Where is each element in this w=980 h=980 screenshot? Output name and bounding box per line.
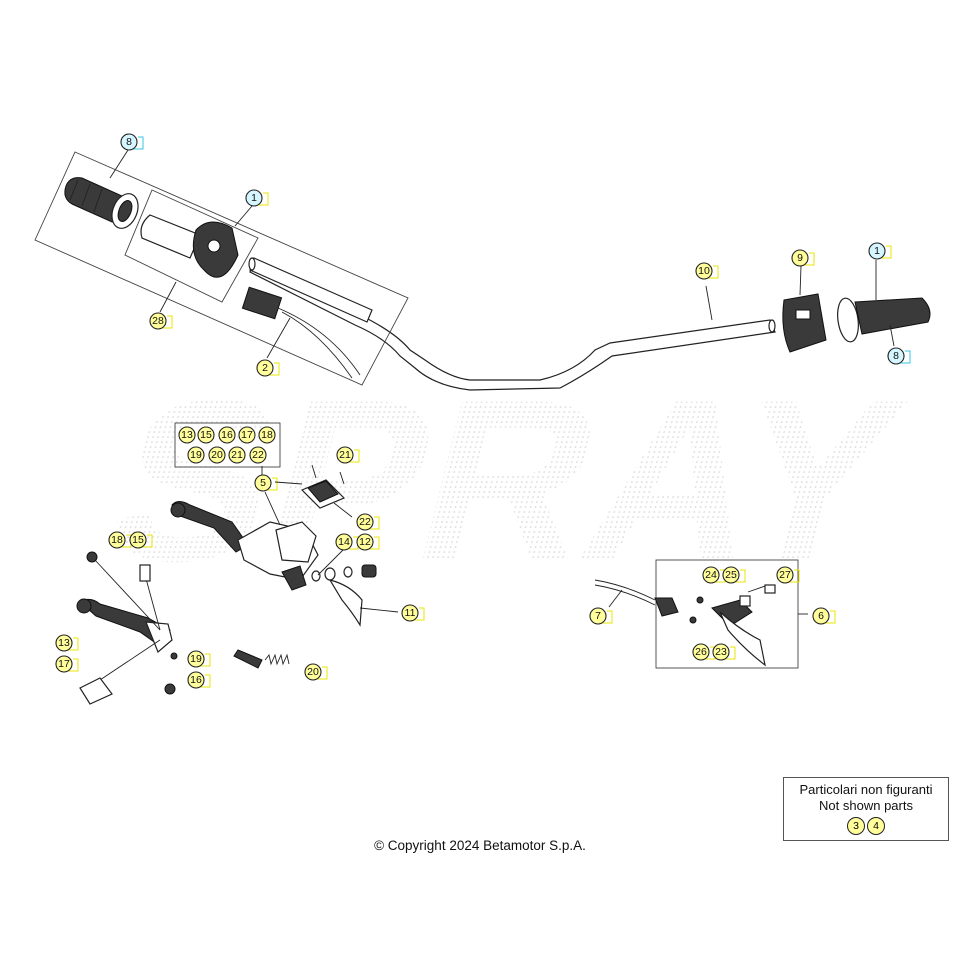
callout-7[interactable]: 7 (589, 607, 607, 625)
callout-16[interactable]: 16 (187, 671, 205, 689)
callout-15[interactable]: 15 (129, 531, 147, 549)
clutch-lever-left (76, 551, 178, 705)
svg-text:6: 6 (818, 610, 824, 622)
not-shown-part-4[interactable]: 4 (867, 817, 885, 835)
callout-17[interactable]: 17 (55, 655, 73, 673)
svg-text:23: 23 (715, 646, 727, 658)
reservoir-cap (300, 464, 346, 509)
front-brake-assembly (170, 501, 377, 627)
svg-text:28: 28 (152, 315, 164, 327)
svg-text:1: 1 (251, 192, 257, 204)
callout-8-left[interactable]: 8 (120, 133, 138, 151)
svg-text:9: 9 (797, 252, 803, 264)
callout-24[interactable]: 24 (702, 566, 720, 584)
spring-part (233, 649, 290, 669)
svg-text:22: 22 (359, 516, 371, 528)
svg-text:27: 27 (779, 569, 791, 581)
callout-1-left[interactable]: 1 (245, 189, 263, 207)
not-shown-title-en: Not shown parts (819, 798, 913, 813)
callout-6[interactable]: 6 (812, 607, 830, 625)
group-callout-13[interactable]: 13 (178, 426, 196, 444)
hot-start-cable (594, 579, 679, 617)
copyright-notice: © Copyright 2024 Betamotor S.p.A. (374, 838, 586, 853)
svg-text:26: 26 (695, 646, 707, 658)
svg-text:13: 13 (181, 429, 193, 441)
svg-text:22: 22 (252, 449, 264, 461)
not-shown-title-it: Particolari non figuranti (799, 782, 933, 797)
callout-25[interactable]: 25 (722, 566, 740, 584)
group-callout-22[interactable]: 22 (249, 446, 267, 464)
callout-18[interactable]: 18 (108, 531, 126, 549)
svg-text:16: 16 (221, 429, 233, 441)
svg-text:19: 19 (190, 449, 202, 461)
callout-22[interactable]: 22 (356, 513, 374, 531)
callout-26[interactable]: 26 (692, 643, 710, 661)
svg-text:15: 15 (200, 429, 212, 441)
svg-text:21: 21 (339, 449, 351, 461)
not-shown-parts-box: Particolari non figuranti Not shown part… (783, 777, 949, 841)
svg-text:2: 2 (262, 362, 268, 374)
callout-10[interactable]: 10 (695, 262, 713, 280)
svg-text:16: 16 (190, 674, 202, 686)
svg-text:20: 20 (211, 449, 223, 461)
callout-21[interactable]: 21 (336, 446, 354, 464)
svg-text:7: 7 (595, 610, 601, 622)
svg-text:11: 11 (405, 607, 416, 619)
callout-11[interactable]: 11 (401, 604, 419, 622)
not-shown-part-3[interactable]: 3 (847, 817, 865, 835)
callout-2[interactable]: 2 (256, 359, 274, 377)
svg-text:17: 17 (241, 429, 253, 441)
group-callout-18[interactable]: 18 (258, 426, 276, 444)
svg-text:1: 1 (874, 245, 880, 257)
callout-20[interactable]: 20 (304, 663, 322, 681)
svg-text:19: 19 (190, 653, 202, 665)
callout-14[interactable]: 14 (335, 533, 353, 551)
group-callout-19[interactable]: 19 (187, 446, 205, 464)
callout-9[interactable]: 9 (791, 249, 809, 267)
callout-13[interactable]: 13 (55, 634, 73, 652)
svg-text:20: 20 (307, 666, 319, 678)
group-box-13-22 (174, 422, 281, 468)
svg-text:10: 10 (698, 265, 710, 277)
right-switch (782, 293, 827, 353)
callout-27[interactable]: 27 (776, 566, 794, 584)
svg-text:8: 8 (893, 350, 899, 362)
left-group-frame (34, 151, 409, 386)
svg-text:5: 5 (260, 477, 266, 489)
callout-23[interactable]: 23 (712, 643, 730, 661)
svg-text:8: 8 (126, 136, 132, 148)
left-grip (64, 177, 139, 229)
callout-12[interactable]: 12 (356, 533, 374, 551)
group-callout-16[interactable]: 16 (218, 426, 236, 444)
throttle-assembly (140, 214, 239, 278)
throttle-tube (248, 257, 373, 323)
svg-text:18: 18 (261, 429, 273, 441)
callout-1-right[interactable]: 1 (868, 242, 886, 260)
group-callout-21[interactable]: 21 (228, 446, 246, 464)
svg-text:15: 15 (132, 534, 144, 546)
svg-text:17: 17 (58, 658, 70, 670)
group-callout-17[interactable]: 17 (238, 426, 256, 444)
callout-19[interactable]: 19 (187, 650, 205, 668)
svg-text:18: 18 (111, 534, 123, 546)
hot-start-group (655, 559, 799, 669)
callout-5[interactable]: 5 (254, 474, 272, 492)
svg-text:24: 24 (705, 569, 717, 581)
throttle-cable (241, 286, 361, 379)
callout-28[interactable]: 28 (149, 312, 167, 330)
svg-text:21: 21 (231, 449, 243, 461)
group-callout-20[interactable]: 20 (208, 446, 226, 464)
right-grip (837, 297, 931, 343)
svg-text:12: 12 (359, 536, 371, 548)
handlebar (249, 261, 776, 391)
svg-text:25: 25 (725, 569, 737, 581)
callout-8-right[interactable]: 8 (887, 347, 905, 365)
part-leaders (109, 149, 895, 615)
svg-text:13: 13 (58, 637, 70, 649)
group-callout-15[interactable]: 15 (197, 426, 215, 444)
svg-text:14: 14 (338, 536, 350, 548)
